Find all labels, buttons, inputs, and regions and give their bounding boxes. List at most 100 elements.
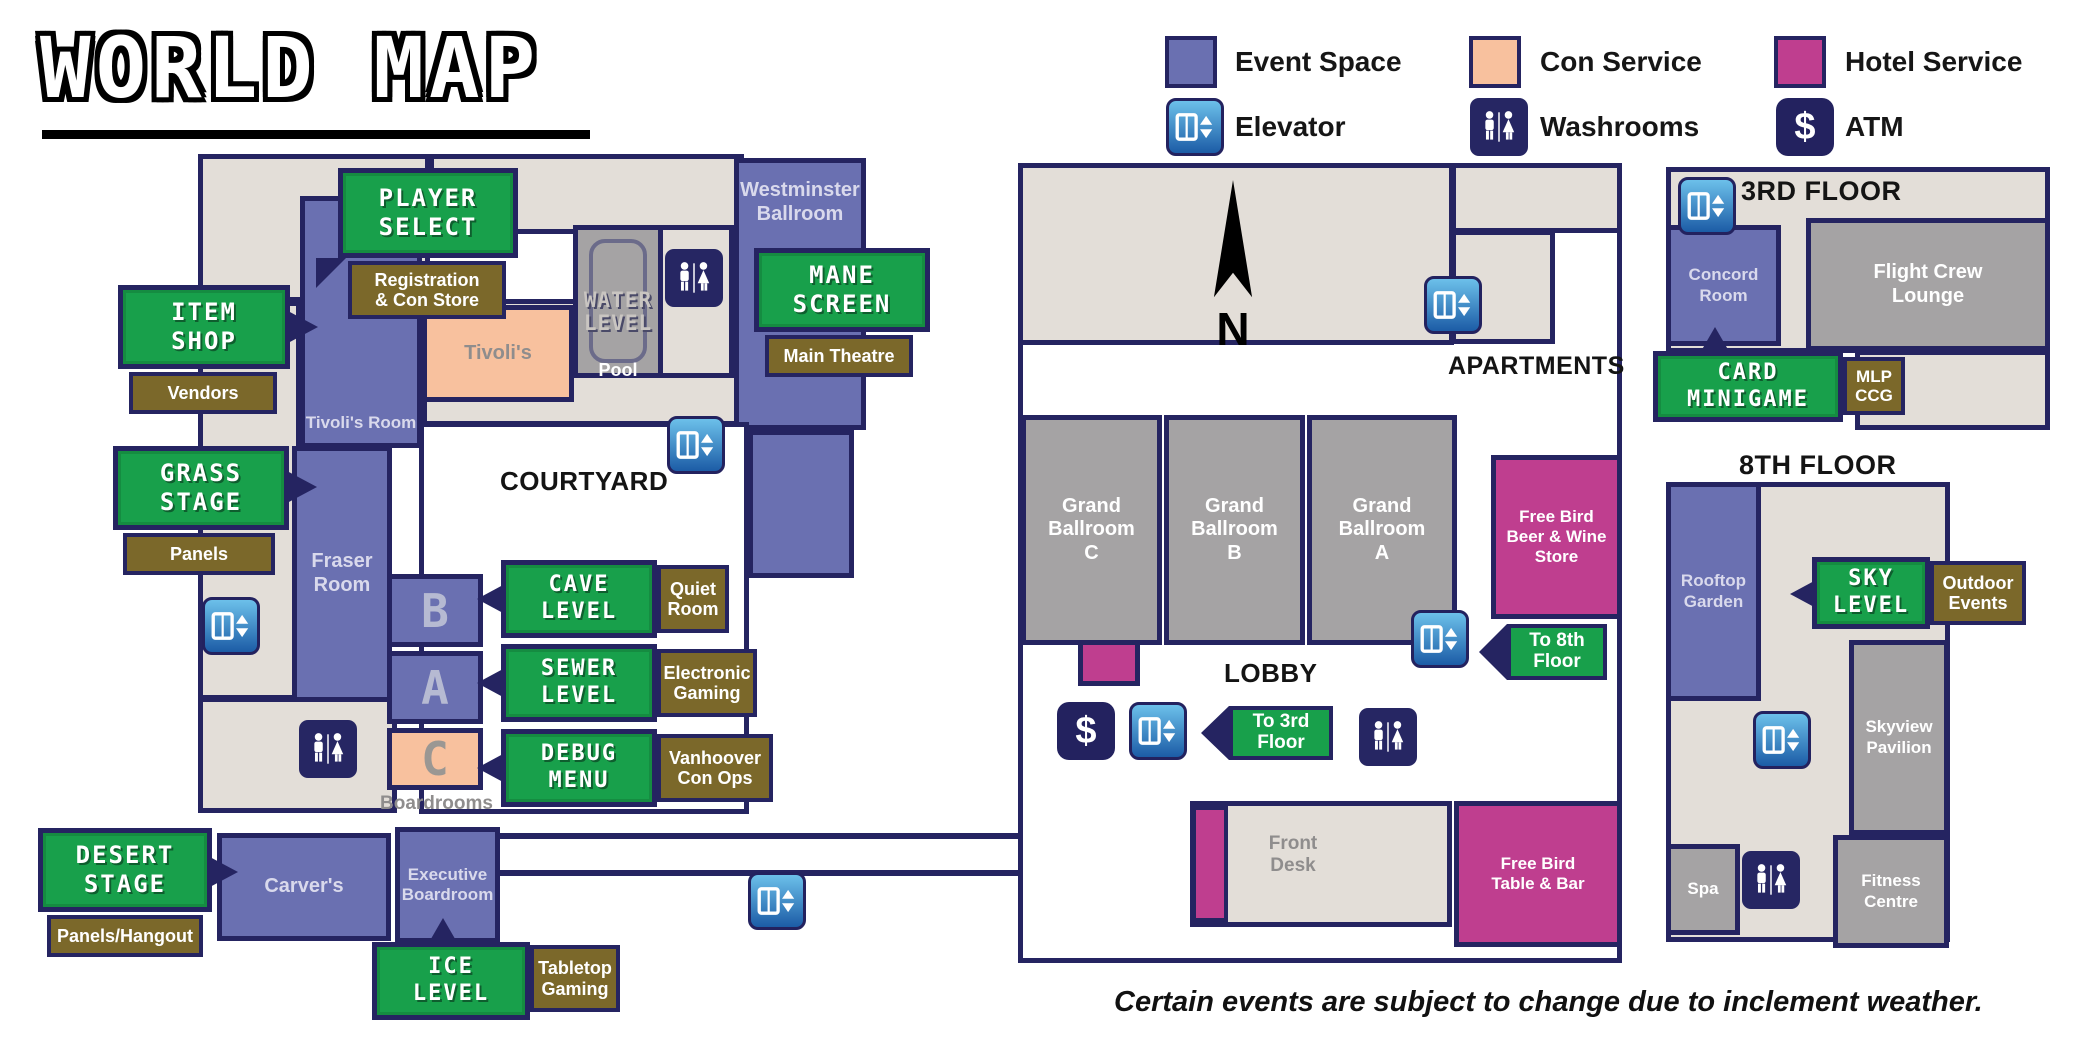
third-floor-label: 3RD FLOOR: [1741, 176, 1902, 206]
legend-con-service-swatch: [1469, 36, 1521, 88]
room-grand-ballroom-a: Grand Ballroom A: [1307, 415, 1457, 645]
weather-note: Certain events are subject to change due…: [1114, 986, 1983, 1018]
title-underline: [42, 130, 590, 139]
legend-event-space-label: Event Space: [1235, 46, 1402, 77]
sign-label: CAVE LEVEL: [540, 572, 618, 624]
elevator-icon: [1753, 711, 1811, 769]
room-label: Grand Ballroom A: [1338, 494, 1426, 564]
room-fitness-centre: Fitness Centre: [1833, 835, 1949, 948]
room-label: Carver's: [264, 875, 344, 898]
legend-elevator-label: Elevator: [1235, 111, 1346, 142]
atm-icon: $: [1776, 98, 1834, 156]
sign-label: ICE LEVEL: [412, 954, 490, 1006]
lobby-label: LOBBY: [1224, 658, 1318, 688]
elevator-icon: [1424, 276, 1482, 334]
room-label: Spa: [1687, 879, 1719, 899]
room-grand-ballroom-b: Grand Ballroom B: [1164, 415, 1305, 645]
room-concord: Concord Room: [1666, 225, 1781, 346]
legend-hotel-service-label: Hotel Service: [1845, 46, 2023, 77]
room-label: Skyview Pavilion: [1865, 717, 1933, 757]
direction-arrow-tip: [1479, 624, 1507, 680]
room-label: B: [421, 583, 449, 638]
sign-tail: [288, 311, 318, 343]
sign-water-level-label: WATER LEVEL: [583, 288, 653, 336]
room-label: Rooftop Garden: [1680, 571, 1747, 611]
sign-cave-level: CAVE LEVEL: [501, 560, 657, 638]
sign-grass-stage: GRASS STAGE: [113, 446, 289, 530]
north-arrow-icon: [1213, 180, 1253, 298]
washrooms-icon: [1359, 708, 1417, 766]
sign-label: DEBUG MENU: [540, 741, 618, 793]
legend-washrooms-label: Washrooms: [1540, 111, 1700, 142]
room-grand-ballroom-c: Grand Ballroom C: [1021, 415, 1162, 645]
room-label: Grand Ballroom B: [1191, 494, 1278, 564]
room-label: A: [421, 660, 449, 715]
room-flight-crew-lounge: Flight Crew Lounge: [1806, 218, 2050, 351]
page-title: WORLD MAP: [40, 19, 541, 117]
sign-tail: [477, 585, 503, 613]
direction-label: To 3rd Floor: [1252, 711, 1310, 753]
corridor-block: [1451, 163, 1622, 233]
room-label: Concord Room: [1688, 265, 1759, 305]
hotel-service-room: [1078, 640, 1140, 686]
front-desk-label: Front Desk: [1268, 833, 1318, 876]
legend-event-space-swatch: [1165, 36, 1217, 88]
north-label: N: [1216, 303, 1250, 355]
sign-mane-screen-sub: Main Theatre: [765, 335, 913, 377]
elevator-icon: [202, 597, 260, 655]
elevator-icon: [1129, 702, 1187, 760]
room-label: Grand Ballroom C: [1048, 494, 1135, 564]
sign-tail: [287, 471, 317, 503]
sign-sky-level: SKY LEVEL: [1812, 557, 1930, 629]
room-boardroom-b: B: [387, 574, 483, 647]
sign-water-level: WATER LEVEL Pool: [556, 266, 680, 381]
legend-atm-label: ATM: [1845, 111, 1904, 142]
sign-label: PLAYER SELECT: [378, 183, 478, 241]
sign-tail: [477, 669, 503, 697]
room-spa: Spa: [1666, 844, 1740, 935]
sign-ice-level: ICE LEVEL: [372, 942, 530, 1020]
sign-label: DESERT STAGE: [75, 840, 175, 898]
courtyard-label: COURTYARD: [500, 466, 669, 496]
sign-tail: [477, 754, 503, 782]
sign-tail: [316, 258, 346, 288]
sign-tail: [428, 918, 458, 944]
washrooms-icon: [665, 249, 723, 307]
corridor-wall: [500, 833, 1018, 839]
room-boardroom-a: A: [387, 651, 483, 724]
sign-label: ITEM SHOP: [171, 297, 237, 355]
washrooms-icon: [299, 720, 357, 778]
sign-debug-menu-sub: Vanhoover Con Ops: [657, 734, 773, 802]
room-label: Fraser Room: [311, 550, 373, 596]
apartments-label: APARTMENTS: [1448, 352, 1625, 380]
sign-cave-level-sub: Quiet Room: [657, 565, 729, 633]
washrooms-icon: [1742, 851, 1800, 909]
direction-arrow-tip: [1201, 706, 1229, 760]
room-label: Tivoli's: [464, 341, 532, 364]
room-rooftop-garden: Rooftop Garden: [1666, 482, 1761, 701]
sign-card-minigame: CARD MINIGAME: [1653, 351, 1843, 422]
room-free-bird-bar: Free Bird Table & Bar: [1454, 801, 1622, 947]
room-label: Free Bird Table & Bar: [1491, 853, 1585, 893]
sign-tail: [1700, 327, 1730, 353]
sign-label: GRASS STAGE: [159, 458, 243, 516]
pool-outline: [589, 239, 647, 363]
sign-sewer-level: SEWER LEVEL: [501, 644, 657, 722]
legend-hotel-service-swatch: [1774, 36, 1826, 88]
front-desk-area: [1190, 801, 1452, 927]
room-tivolis: Tivoli's: [422, 305, 574, 402]
direction-to-3rd-floor: To 3rd Floor: [1229, 706, 1333, 760]
sign-label: SEWER LEVEL: [540, 656, 618, 708]
sign-item-shop: ITEM SHOP: [118, 285, 290, 369]
elevator-icon: [667, 416, 725, 474]
atm-icon: $: [1057, 702, 1115, 760]
eighth-floor-label: 8TH FLOOR: [1739, 450, 1897, 480]
sign-label: MANE SCREEN: [792, 260, 892, 318]
sign-debug-menu: DEBUG MENU: [501, 729, 657, 807]
room-label: Free Bird Beer & Wine Store: [1506, 506, 1607, 567]
sign-player-select: PLAYER SELECT: [338, 168, 518, 258]
sign-mane-screen: MANE SCREEN: [754, 248, 930, 332]
room-westminster-annex: [748, 430, 854, 578]
sign-item-shop-sub: Vendors: [129, 372, 277, 414]
